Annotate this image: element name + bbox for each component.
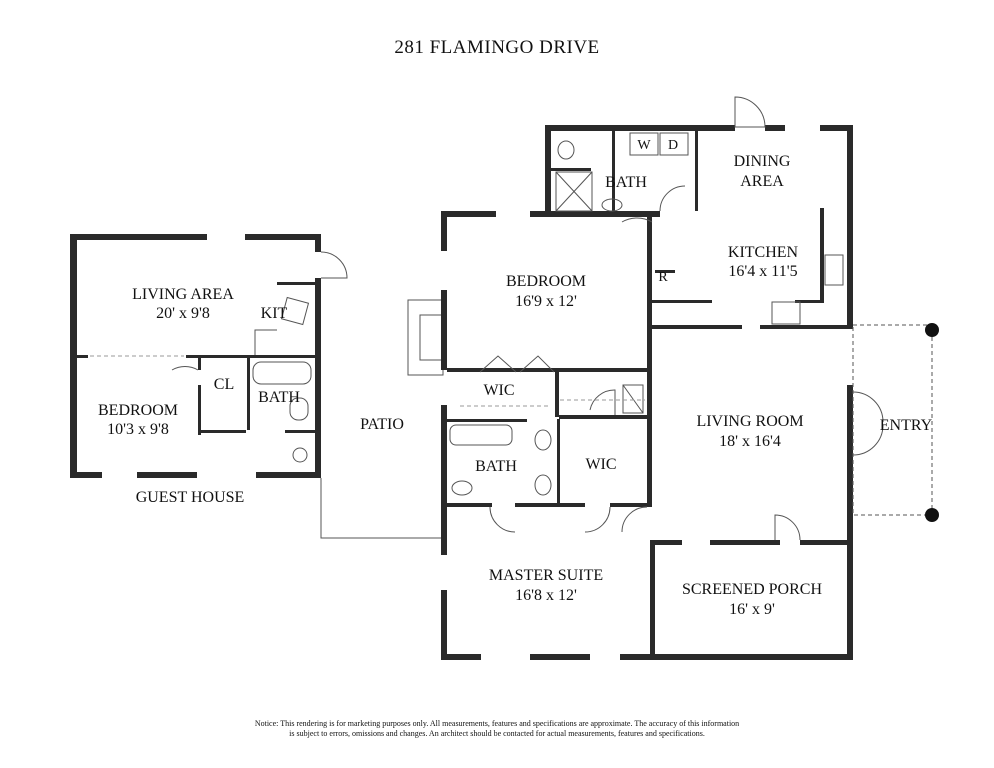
label-guest-closet: CL: [213, 376, 235, 393]
label-wic-2: WIC: [585, 456, 617, 473]
label-guest-living-area-size: 20' x 9'8: [156, 305, 210, 322]
label-kitchen-size: 16'4 x 11'5: [728, 263, 798, 280]
label-washer: W: [637, 138, 651, 153]
label-guest-bath: BATH: [258, 389, 300, 406]
notice-line-1: Notice: This rendering is for marketing …: [254, 719, 740, 728]
label-kitchen: KITCHEN: [727, 244, 799, 261]
label-guest-house: GUEST HOUSE: [135, 489, 245, 506]
label-bedroom: BEDROOM: [505, 273, 587, 290]
label-bath-top: BATH: [605, 174, 647, 191]
label-bath-master: BATH: [475, 458, 517, 475]
label-refrigerator: R: [658, 270, 668, 285]
label-entry: ENTRY: [879, 417, 933, 434]
label-master-suite: MASTER SUITE: [488, 567, 604, 584]
label-guest-kit: KIT: [260, 305, 288, 322]
notice-line-2: is subject to errors, omissions and chan…: [289, 729, 705, 738]
fireplace: [407, 299, 444, 376]
guest-house-walls: [70, 234, 348, 478]
patio-outline: [320, 478, 443, 539]
label-bedroom-size: 16'9 x 12': [515, 293, 577, 310]
label-guest-living-area: LIVING AREA: [132, 286, 234, 303]
label-dryer: D: [667, 138, 679, 153]
label-master-suite-size: 16'8 x 12': [515, 587, 577, 604]
label-screened-porch: SCREENED PORCH: [681, 581, 823, 598]
label-wic-1: WIC: [483, 382, 515, 399]
label-dining-area: DINING AREA: [733, 153, 791, 190]
label-living-room-size: 18' x 16'4: [719, 433, 781, 450]
label-patio: PATIO: [360, 416, 404, 433]
plan-title: 281 FLAMINGO DRIVE: [394, 37, 600, 58]
label-screened-porch-size: 16' x 9': [729, 601, 775, 618]
disclaimer-notice: Notice: This rendering is for marketing …: [0, 719, 994, 739]
label-living-room: LIVING ROOM: [696, 413, 804, 430]
main-house-walls: [441, 96, 939, 660]
label-guest-bedroom-size: 10'3 x 9'8: [107, 421, 169, 438]
label-guest-bedroom: BEDROOM: [97, 402, 179, 419]
